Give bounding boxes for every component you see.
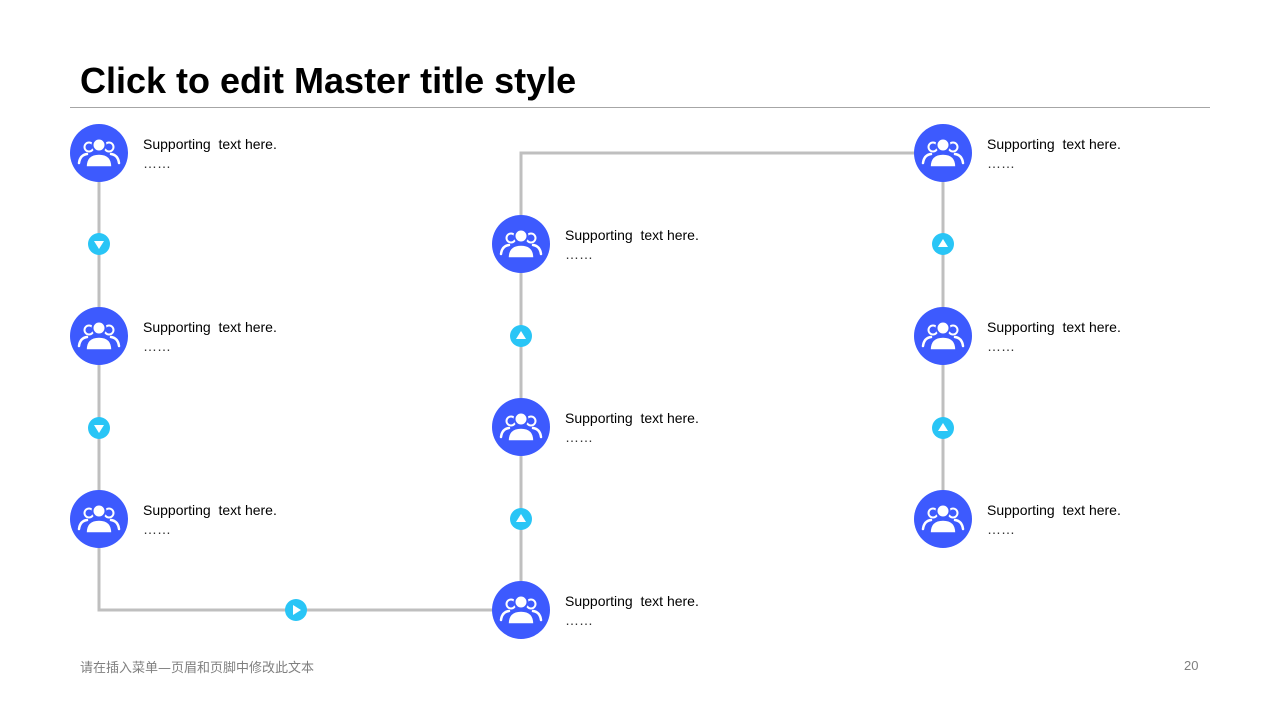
node-user-group-icon[interactable] [70,307,128,365]
node-user-group-icon[interactable] [70,124,128,182]
node-label[interactable]: Supporting text here. …… [143,135,277,173]
arrow-up-icon [932,233,954,255]
node-label[interactable]: Supporting text here. …… [987,318,1121,356]
node-user-group-icon[interactable] [914,490,972,548]
node-user-group-icon[interactable] [914,124,972,182]
node-label-ellipsis: …… [987,338,1015,354]
node-label-ellipsis: …… [565,429,593,445]
node-label[interactable]: Supporting text here. …… [987,135,1121,173]
page-title[interactable]: Click to edit Master title style [80,60,577,101]
diagram-nodes [70,124,972,639]
node-label-text: Supporting text here. [143,319,277,335]
node-label-text: Supporting text here. [987,319,1121,335]
node-label-text: Supporting text here. [565,593,699,609]
node-label-ellipsis: …… [143,338,171,354]
node-label-text: Supporting text here. [987,136,1121,152]
node-user-group-icon[interactable] [70,490,128,548]
node-label-ellipsis: …… [987,155,1015,171]
node-label[interactable]: Supporting text here. …… [565,592,699,630]
node-user-group-icon[interactable] [492,581,550,639]
node-label[interactable]: Supporting text here. …… [565,409,699,447]
arrow-up-icon [510,508,532,530]
node-label[interactable]: Supporting text here. …… [565,226,699,264]
node-label-text: Supporting text here. [143,136,277,152]
node-label-ellipsis: …… [565,246,593,262]
arrow-down-icon [88,417,110,439]
arrow-up-icon [510,325,532,347]
node-label-text: Supporting text here. [143,502,277,518]
node-label-ellipsis: …… [565,612,593,628]
page-number: 20 [1184,658,1199,673]
arrow-up-icon [932,417,954,439]
node-label[interactable]: Supporting text here. …… [987,501,1121,539]
node-label-text: Supporting text here. [987,502,1121,518]
node-user-group-icon[interactable] [492,398,550,456]
node-user-group-icon[interactable] [914,307,972,365]
arrow-down-icon [88,233,110,255]
node-user-group-icon[interactable] [492,215,550,273]
node-label-ellipsis: …… [143,155,171,171]
node-label-text: Supporting text here. [565,227,699,243]
connector-line [97,153,521,612]
node-label[interactable]: Supporting text here. …… [143,318,277,356]
direction-arrows [88,233,954,621]
title-divider [70,107,1210,108]
node-label[interactable]: Supporting text here. …… [143,501,277,539]
footer-text: 请在插入菜单—页眉和页脚中修改此文本 [80,661,315,676]
node-label-ellipsis: …… [143,521,171,537]
node-label-text: Supporting text here. [565,410,699,426]
arrow-right-icon [285,599,307,621]
node-label-ellipsis: …… [987,521,1015,537]
connector-line [519,151,943,610]
